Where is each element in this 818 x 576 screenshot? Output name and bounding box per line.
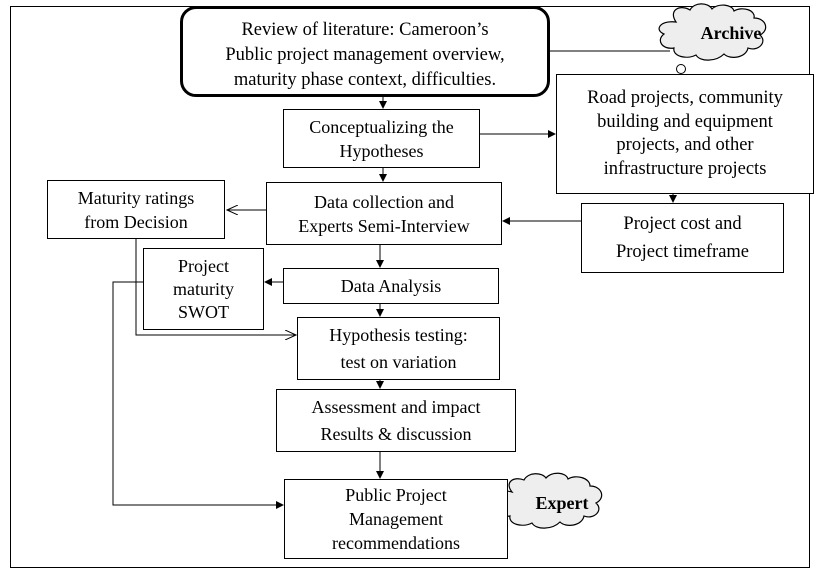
archive-bubble-large: [676, 64, 686, 74]
public-project-recommendations-box: Public Project Management recommendation…: [284, 479, 508, 559]
project-cost-timeframe-box: Project cost and Project timeframe: [581, 203, 784, 273]
arrow-swot-public: [112, 281, 284, 509]
assessment-results-text: Assessment and impact Results & discussi…: [311, 396, 481, 444]
data-collection-box: Data collection and Experts Semi-Intervi…: [266, 182, 502, 245]
expert-cloud: Expert: [495, 472, 603, 529]
assessment-results-box: Assessment and impact Results & discussi…: [276, 389, 516, 452]
review-of-literature-text: Review of literature: Cameroon’s Public …: [225, 20, 505, 90]
project-maturity-swot-box: Project maturity SWOT: [143, 248, 264, 330]
review-of-literature-box: Review of literature: Cameroon’s Public …: [180, 6, 550, 97]
data-analysis-text: Data Analysis: [340, 276, 442, 296]
arrow-maturityratings-hypothesis: [135, 239, 296, 335]
project-maturity-swot-text: Project maturity SWOT: [173, 255, 234, 322]
hypothesis-testing-box: Hypothesis testing: test on variation: [297, 317, 500, 380]
data-analysis-box: Data Analysis: [283, 268, 499, 304]
infrastructure-projects-box: Road projects, community building and eq…: [556, 74, 814, 194]
data-collection-text: Data collection and Experts Semi-Intervi…: [298, 191, 470, 236]
maturity-ratings-text: Maturity ratings from Decision: [77, 187, 195, 232]
hypothesis-testing-text: Hypothesis testing: test on variation: [329, 324, 468, 372]
maturity-ratings-box: Maturity ratings from Decision: [47, 180, 225, 239]
conceptualizing-hypotheses-box: Conceptualizing the Hypotheses: [283, 109, 480, 168]
public-project-recommendations-text: Public Project Management recommendation…: [332, 485, 460, 553]
archive-cloud: Archive: [658, 3, 767, 61]
infrastructure-projects-text: Road projects, community building and eq…: [587, 88, 783, 179]
archive-label: Archive: [701, 23, 762, 43]
expert-label: Expert: [536, 493, 589, 513]
conceptualizing-hypotheses-text: Conceptualizing the Hypotheses: [309, 116, 454, 161]
project-cost-timeframe-text: Project cost and Project timeframe: [615, 214, 750, 262]
